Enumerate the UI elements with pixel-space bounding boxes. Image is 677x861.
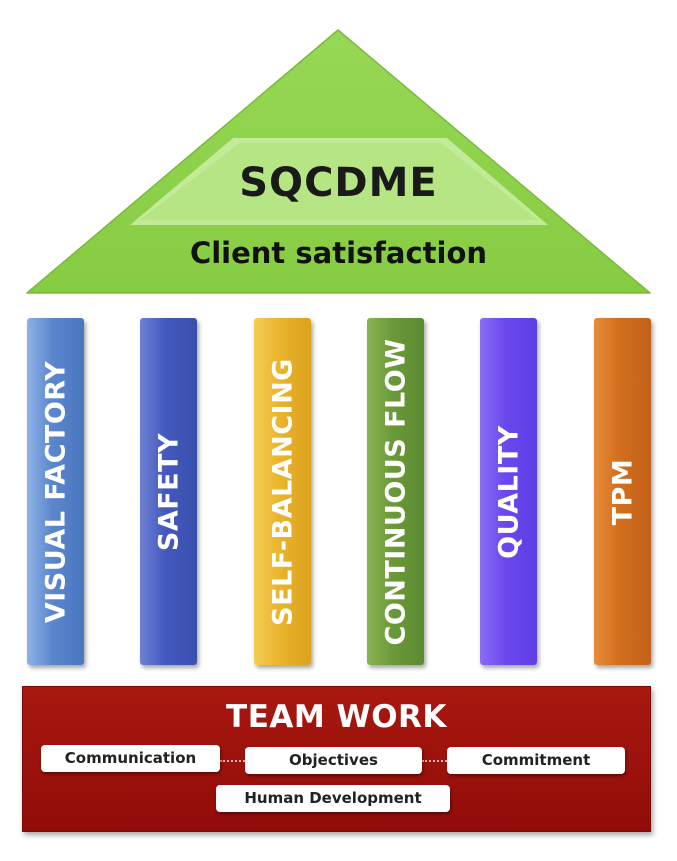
pillar-continuous-flow: CONTINUOUS FLOW: [367, 318, 424, 665]
base-item-label: Communication: [64, 749, 197, 767]
pillar-safety: SAFETY: [140, 318, 197, 665]
base-item-commitment: Commitment: [447, 747, 625, 774]
pillar-label: TPM: [607, 458, 638, 525]
pillar-self-balancing: SELF-BALANCING: [254, 318, 311, 665]
roof-shape: [26, 29, 651, 294]
base-item-label: Objectives: [289, 751, 378, 769]
pillar-tpm: TPM: [594, 318, 651, 665]
pillar-label: VISUAL FACTORY: [40, 360, 71, 623]
pillar-label: CONTINUOUS FLOW: [380, 338, 411, 645]
pillar-visual-factory: VISUAL FACTORY: [27, 318, 84, 665]
pillar-label: SELF-BALANCING: [267, 357, 298, 626]
pillar-label: QUALITY: [493, 424, 524, 559]
base-foundation: TEAM WORK Communication Objectives Commi…: [22, 686, 651, 832]
pillar-quality: QUALITY: [480, 318, 537, 665]
roof-title: SQCDME: [239, 160, 438, 206]
connector-line: [220, 760, 248, 762]
base-item-label: Commitment: [481, 751, 591, 769]
base-item-communication: Communication: [41, 745, 220, 772]
pillar-label: SAFETY: [153, 432, 184, 551]
base-item-objectives: Objectives: [245, 747, 422, 774]
base-item-label: Human Development: [244, 789, 422, 807]
roof-subtitle: Client satisfaction: [189, 236, 488, 270]
roof-title-panel-inner: [140, 143, 538, 220]
base-item-human-development: Human Development: [216, 785, 450, 812]
base-title: TEAM WORK: [226, 699, 447, 735]
connector-line: [422, 760, 450, 762]
